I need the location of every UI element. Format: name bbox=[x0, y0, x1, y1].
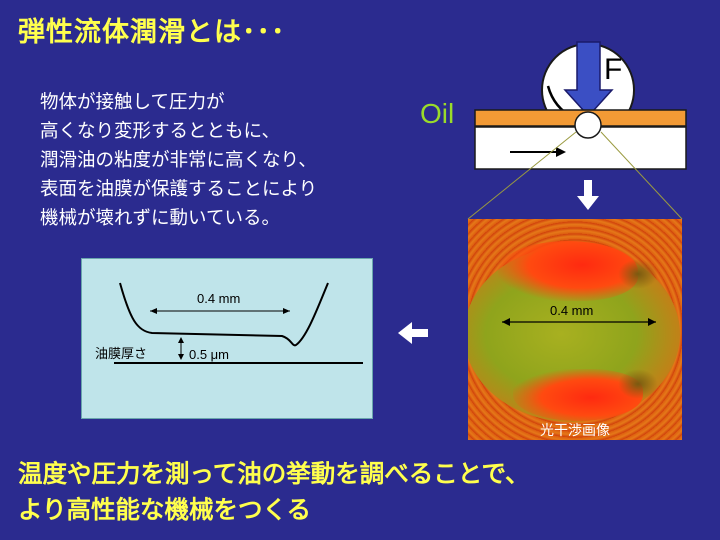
oil-label: Oil bbox=[420, 98, 455, 129]
description-line: 潤滑油の粘度が非常に高くなり、 bbox=[40, 150, 317, 171]
zoom-line-left bbox=[467, 131, 577, 220]
slide-arrowhead bbox=[556, 147, 566, 157]
description-line: 機械が壊れずに動いている。 bbox=[40, 208, 280, 229]
film-thickness-panel: 0.4 mm 油膜厚さ 0.5 μm bbox=[81, 258, 373, 419]
film-profile-curve bbox=[119, 282, 329, 347]
interference-caption: 光干渉画像 bbox=[540, 423, 610, 439]
film-thickness-title: 油膜厚さ bbox=[95, 346, 148, 361]
zoom-line-right bbox=[600, 131, 683, 220]
force-label: F bbox=[604, 53, 623, 86]
interference-dimension bbox=[502, 318, 656, 326]
interference-width-label: 0.4 mm bbox=[550, 303, 594, 318]
conclusion-text: 温度や圧力を測って油の挙動を調べることで、 より高性能な機械をつくる bbox=[18, 456, 530, 528]
conclusion-line: より高性能な機械をつくる bbox=[18, 495, 312, 524]
down-arrow-icon bbox=[577, 180, 599, 210]
film-thickness-value: 0.5 μm bbox=[189, 347, 230, 362]
description-line: 高くなり変形するとともに、 bbox=[40, 121, 280, 142]
dark-band-top bbox=[618, 259, 658, 289]
contact-circle bbox=[574, 111, 602, 139]
interference-image: 0.4 mm 光干渉画像 bbox=[468, 219, 682, 440]
description-text: 物体が接触して圧力が 高くなり変形するとともに、 潤滑油の粘度が非常に高くなり、… bbox=[40, 88, 317, 233]
description-line: 表面を油膜が保護することにより bbox=[40, 179, 318, 200]
page-title: 弾性流体潤滑とは･･･ bbox=[18, 17, 286, 48]
apparatus-diagram bbox=[467, 41, 687, 220]
film-width-label: 0.4 mm bbox=[197, 291, 241, 306]
dark-band-bottom bbox=[618, 369, 658, 399]
pressure-crescent-top bbox=[498, 241, 638, 301]
film-profile-plot bbox=[114, 282, 363, 364]
force-arrow bbox=[563, 41, 614, 118]
conclusion-line: 温度や圧力を測って油の挙動を調べることで、 bbox=[18, 459, 530, 488]
left-arrow-icon bbox=[398, 322, 428, 344]
description-line: 物体が接触して圧力が bbox=[40, 92, 225, 113]
